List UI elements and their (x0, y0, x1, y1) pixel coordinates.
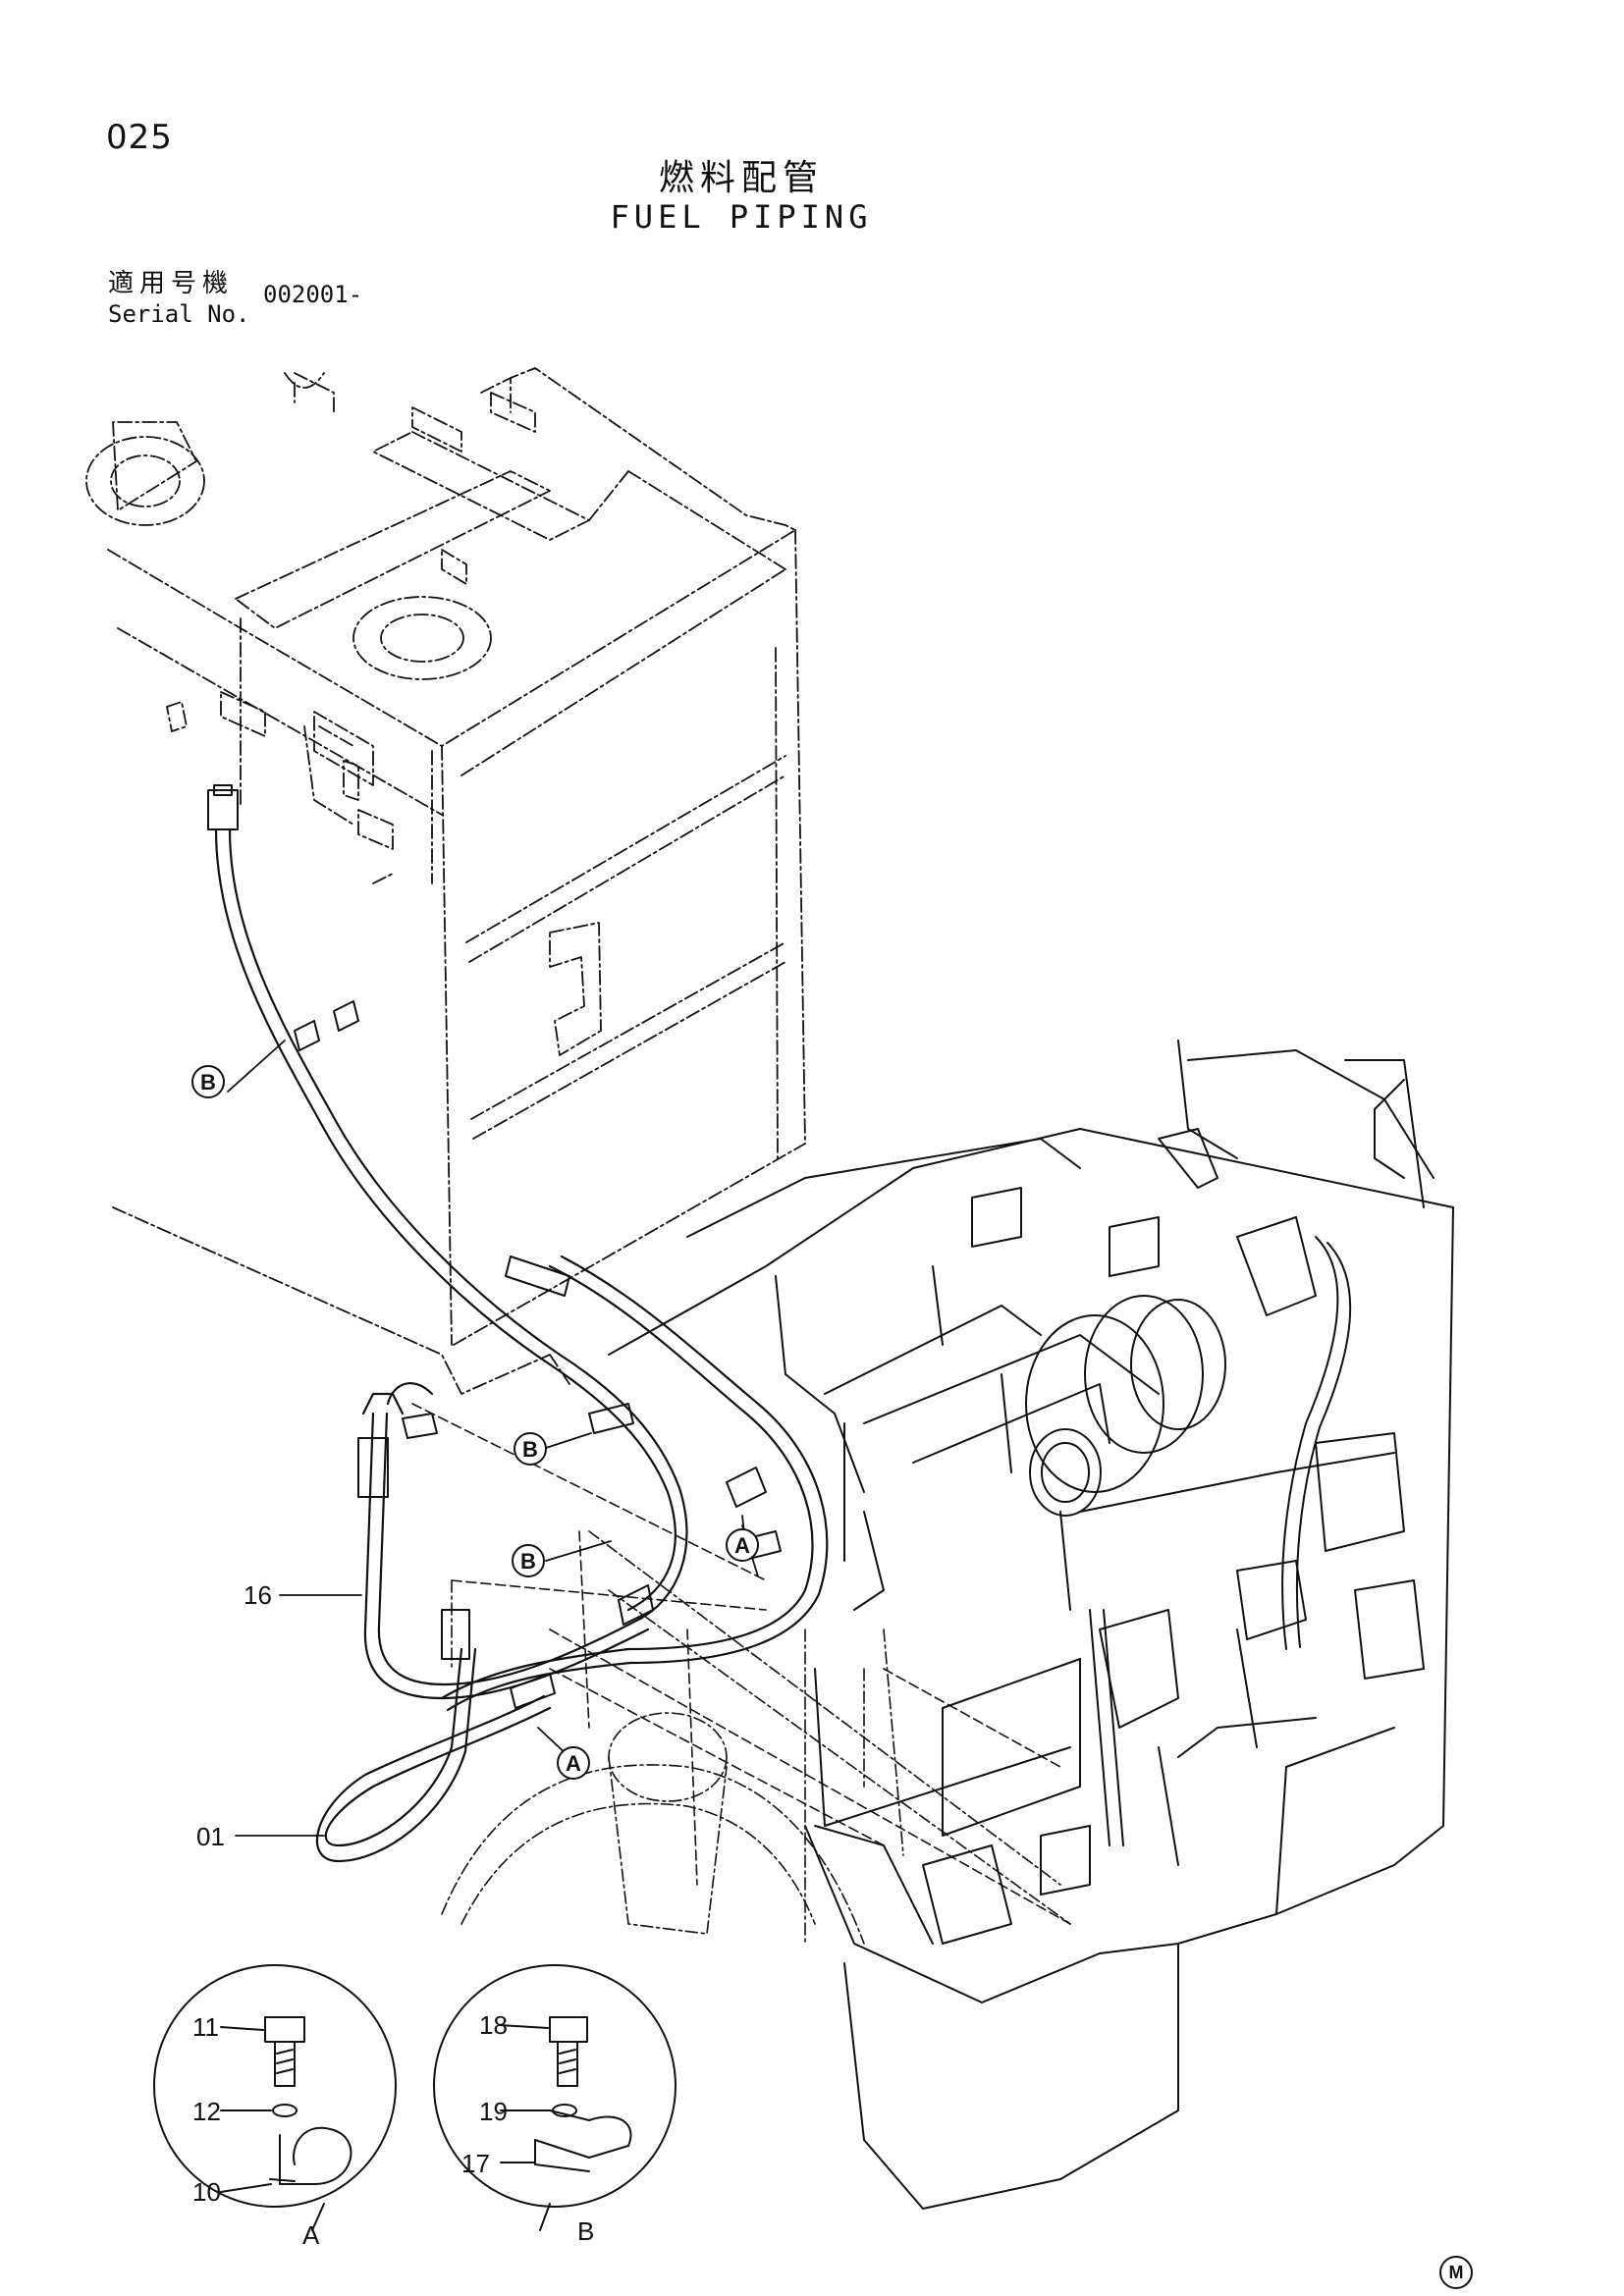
engine-pulley (1025, 1295, 1226, 1517)
detail-view-b (433, 1964, 677, 2231)
clamp-marker-a-label-2: A (566, 1751, 581, 1776)
clamp-marker-b-label-3: B (520, 1549, 536, 1574)
part-label-19: 19 (479, 2097, 508, 2126)
clamp-marker-b-1 (191, 1065, 225, 1098)
detail-view-a-label: A (302, 2220, 320, 2250)
tank-filler-port (85, 372, 492, 680)
clamp-marker-b-2 (514, 1432, 547, 1466)
clamp-marker-a-1 (726, 1528, 759, 1562)
callout-leaders (227, 1040, 759, 1837)
part-label-18: 18 (479, 2010, 508, 2040)
clamp-marker-a-2 (557, 1746, 590, 1780)
part-label-01: 01 (196, 1822, 225, 1851)
clamp-marker-a-label-1: A (734, 1533, 750, 1558)
hose-fittings (207, 784, 782, 1709)
part-label-16: 16 (244, 1580, 272, 1610)
detail-view-a (153, 1964, 397, 2231)
fuel-hose-return (440, 1255, 829, 1712)
fuel-hose-01 (315, 1647, 552, 1863)
clamp-marker-b-3 (512, 1544, 545, 1577)
clamp-markers (191, 1065, 759, 1780)
engine-block (608, 1040, 1454, 2210)
part-label-10: 10 (192, 2177, 221, 2207)
fuel-tank (107, 367, 806, 1395)
fuel-hose-main (214, 828, 688, 1622)
part-label-12: 12 (192, 2097, 221, 2126)
serial-label-japanese: 適用号機 (108, 269, 235, 298)
part-label-11: 11 (192, 2012, 219, 2042)
page-number: 025 (106, 118, 173, 157)
part-label-17: 17 (461, 2149, 490, 2178)
engine-fuel-line (1089, 1236, 1352, 1846)
serial-label-english: Serial No. (108, 300, 250, 328)
page-title-english: FUEL PIPING (610, 198, 873, 236)
page-title-japanese: 燃料配管 (658, 158, 824, 198)
reference-lines (411, 1403, 1071, 1925)
serial-number-value: 002001- (263, 281, 363, 308)
corner-mark: M (1439, 2256, 1473, 2289)
flywheel-housing (441, 1530, 1071, 1945)
clamp-marker-b-label-1: B (200, 1070, 216, 1095)
detail-view-b-label: B (577, 2216, 594, 2246)
fuel-hose-16 (361, 1382, 650, 1700)
clamp-marker-b-label-2: B (522, 1437, 538, 1462)
